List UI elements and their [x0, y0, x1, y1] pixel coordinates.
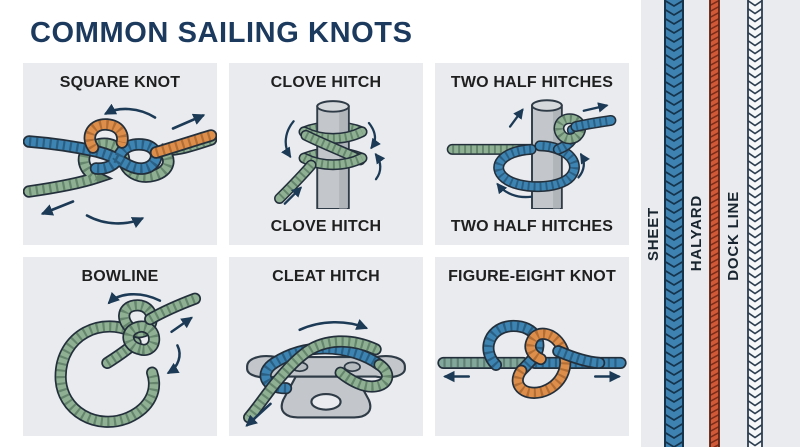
rope-legend-panel — [641, 0, 800, 447]
two-half-hitches-diagram — [435, 99, 629, 209]
post — [316, 100, 350, 209]
direction-arrows — [40, 103, 206, 228]
direction-arrows — [245, 319, 369, 427]
rope-label-sheet: SHEET — [645, 207, 662, 262]
knot-title: FIGURE-EIGHT KNOT — [448, 268, 616, 285]
bowline-diagram — [23, 291, 217, 433]
card-bowline: BOWLINE — [23, 257, 217, 436]
knot-title: CLOVE HITCH — [270, 74, 382, 91]
knot-title: CLEAT HITCH — [272, 268, 380, 285]
direction-arrows — [281, 120, 386, 205]
direction-arrows — [496, 102, 609, 199]
dock-line-rope — [747, 0, 763, 447]
card-figure-eight-knot: FIGURE-EIGHT KNOT — [435, 257, 629, 436]
rope-label-halyard: HALYARD — [688, 195, 705, 272]
knot-title: TWO HALF HITCHES — [450, 74, 614, 91]
clove-hitch-diagram — [229, 100, 386, 209]
knot-title: SQUARE KNOT — [59, 74, 181, 91]
sheet-rope — [664, 0, 684, 447]
rope-green — [61, 299, 195, 422]
cleat-hitch-diagram — [229, 319, 406, 427]
square-knot-diagram — [23, 103, 217, 228]
card-cleat-hitch: CLEAT HITCH — [229, 257, 423, 436]
rope-blue-exit — [576, 120, 611, 126]
knot-title-bottom: TWO HALF HITCHES — [450, 218, 614, 235]
page-title: COMMON SAILING KNOTS — [30, 17, 413, 49]
rope-label-dock-line: DOCK LINE — [725, 191, 742, 281]
direction-arrows — [107, 291, 193, 374]
knot-title-bottom: CLOVE HITCH — [270, 218, 382, 235]
knot-title: BOWLINE — [81, 268, 159, 285]
figure-eight-knot-diagram — [435, 287, 629, 433]
halyard-rope — [709, 0, 720, 447]
card-square-knot: SQUARE KNOT — [23, 63, 217, 245]
card-clove-hitch: CLOVE HITCH — [229, 63, 423, 245]
card-two-half-hitches: TWO HALF HITCHES — [435, 63, 629, 245]
